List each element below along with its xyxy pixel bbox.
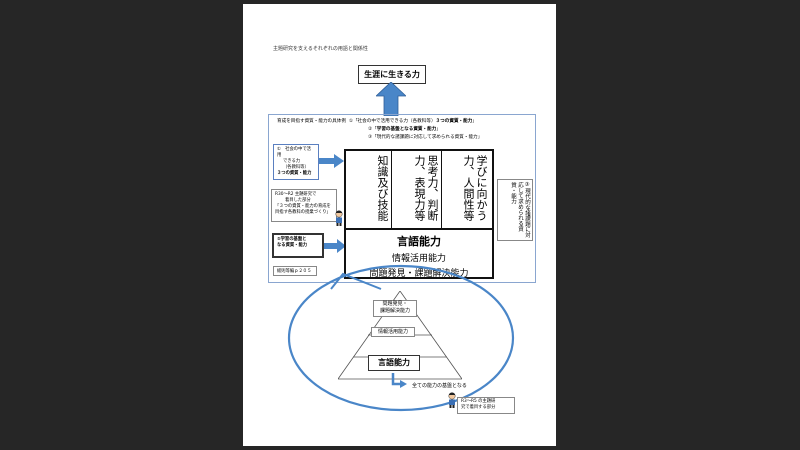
- right-arrow-icon: [319, 154, 344, 168]
- side-box3-line1: ②学習の基盤と: [277, 237, 307, 242]
- outer-frame: [268, 114, 536, 283]
- intro-item1-post: 」: [472, 119, 477, 124]
- intro-item1-bold: ３つの資質・能力: [435, 119, 473, 124]
- current-research-note: R3～R5 の主題研 究で着目する部分: [457, 397, 515, 414]
- side-box1-line2: できる力: [283, 159, 301, 164]
- note-line1: R3～R5 の主題研: [461, 399, 496, 404]
- side-box2-line4: 目指す各教科の授業づくり」: [275, 210, 331, 215]
- intro-item2-bold: 学習の基盤となる資質・能力: [376, 127, 437, 132]
- column-attitude: 学びに向かう力、人間性等: [462, 155, 488, 221]
- problem-solving-label: 問題発見・課題解決能力: [369, 269, 469, 279]
- pyramid-top-line1: 問題発見・: [382, 301, 408, 307]
- side-box1-line4: ３つの資質・能力: [277, 171, 312, 176]
- right-arrow-icon: [324, 239, 346, 253]
- document-title: 主題研究を支えるそれぞれの用語と関係性: [273, 46, 368, 52]
- pyramid-bottom-label: 言語能力: [368, 355, 420, 371]
- note-line2: 究で着目する部分: [461, 405, 496, 410]
- foundation-caption: 全ての能力の基盤となる: [412, 383, 467, 389]
- intro-lead: 育成を目指す資質・能力の具体例: [277, 119, 346, 124]
- side-box1-line3: （各教科等）: [283, 165, 309, 170]
- callout-ellipse: [287, 264, 515, 412]
- intro-item1-pre: ①「社会の中で活用できる力（各教科等）: [348, 119, 436, 124]
- intro-item2-post: 」: [436, 127, 441, 132]
- intro-item3: ③「現代的な諸課題に対応して求められる資質・能力」: [368, 135, 483, 140]
- pyramid-middle-label: 情報活用能力: [371, 327, 415, 337]
- info-literacy-label: 情報活用能力: [391, 254, 446, 264]
- side-box2-line2: 着目した部分: [285, 198, 311, 203]
- intro-item2-pre: ②「: [368, 127, 377, 132]
- language-ability-title: 言語能力: [397, 235, 441, 248]
- side-box-learning-base: ②学習の基盤と なる資質・能力: [272, 233, 324, 258]
- abilities-table: 知識及び技能 思考力、判断力、表現力等 学びに向かう力、人間性等 言語能力 情報…: [344, 149, 494, 279]
- bent-arrow-icon: [391, 373, 407, 388]
- person-icon: [448, 392, 456, 408]
- pyramid-top-line2: 課題解決能力: [379, 308, 410, 314]
- pyramid-top-label: 問題発見・ 課題解決能力: [373, 300, 417, 317]
- column-thinking: 思考力、判断力、表現力等: [392, 151, 442, 228]
- side-box1-line1: ① 社会の中で活用: [277, 147, 311, 158]
- side-box-reference: 総則等編ｐ２０５: [273, 266, 317, 276]
- language-ability-cell: 言語能力 情報活用能力 問題発見・課題解決能力: [346, 228, 492, 279]
- intro-text: 育成を目指す資質・能力の具体例 ①「社会の中で活用できる力（各教科等）３つの資質…: [277, 118, 532, 142]
- side-box-past-research: R30～R2 主題研究で 着目した部分 「３つの資質・能力の育成を 目指す各教科…: [271, 189, 337, 222]
- column-knowledge: 知識及び技能: [350, 151, 392, 228]
- side-box3-line2: なる資質・能力: [277, 243, 308, 248]
- document-page: 主題研究を支えるそれぞれの用語と関係性 生涯に生きる力 育成を目指す資質・能力の…: [243, 4, 556, 446]
- side-box2-line1: R30～R2 主題研究で: [275, 192, 317, 197]
- side-box2-line3: 「３つの資質・能力の育成を: [275, 204, 331, 209]
- modern-issues-box: ③現代的な諸課題に対応して求められる資質・能力: [497, 179, 533, 241]
- up-arrow-icon: [376, 82, 406, 116]
- side-box-three-abilities: ① 社会の中で活用 できる力 （各教科等） ３つの資質・能力: [273, 144, 319, 180]
- person-icon: [335, 210, 343, 226]
